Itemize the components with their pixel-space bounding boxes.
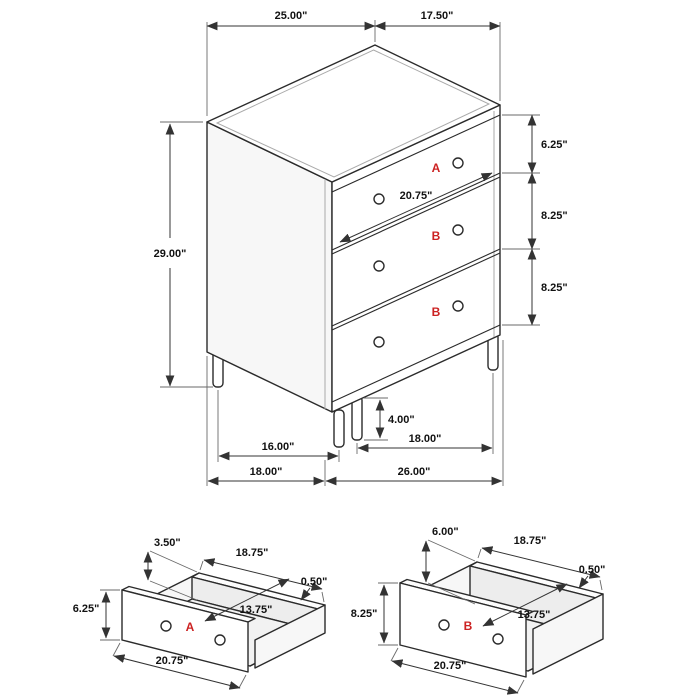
drawer-b2-knob-right	[452, 300, 464, 312]
chest-view: A B B 25.00" 17.50" 29.00"	[154, 10, 568, 486]
dim-leg-spacing-depth: 16.00"	[217, 390, 340, 462]
dim-a-side-height: 3.50"	[143, 537, 198, 601]
drawer-b-view: B 6.00" 18.75" 0.50" 13.75" 8.25"	[351, 526, 606, 695]
dim-drawer-front-width: 20.75"	[339, 172, 493, 243]
dim-b-wall-thickness-label: 0.50"	[579, 564, 606, 576]
dim-overall-width-label: 26.00"	[398, 466, 431, 478]
dim-drawer-a-height-label: 6.25"	[541, 139, 568, 151]
dim-a-front-width-label: 20.75"	[156, 655, 189, 667]
dim-a-front-height: 6.25"	[73, 589, 120, 641]
dim-a-front-width: 20.75"	[112, 642, 247, 690]
dim-height-label: 29.00"	[154, 248, 187, 260]
dim-leg-spacing-width-label: 18.00"	[409, 433, 442, 445]
dim-a-inner-width: 18.75"	[199, 547, 325, 603]
dim-b-side-height: 6.00"	[421, 526, 476, 605]
drawer-b-detail-label: B	[464, 619, 473, 633]
dim-b-inner-depth: 13.75"	[482, 583, 568, 627]
dim-b-front-height-label: 8.25"	[351, 608, 378, 620]
drawer-a-right-wall-outer	[254, 604, 326, 669]
drawer-b1-label: B	[432, 229, 441, 243]
dim-top-depth-label: 17.50"	[421, 10, 454, 22]
dim-leg-spacing-depth-label: 16.00"	[262, 441, 295, 453]
drawer-a-detail-knob-left	[160, 620, 172, 632]
chest-top-face	[206, 44, 501, 183]
dim-b-front-width: 20.75"	[390, 647, 525, 695]
drawer-a-detail-label: A	[186, 620, 195, 634]
drawer-a-knob-right	[452, 157, 464, 169]
dim-b-wall-thickness: 0.50"	[578, 564, 606, 589]
dim-b-front-height: 8.25"	[351, 582, 398, 646]
dim-overall-depth-label: 18.00"	[250, 466, 283, 478]
dim-top-depth: 17.50"	[374, 10, 501, 31]
dim-a-front-height-label: 6.25"	[73, 603, 100, 615]
dim-a-inner-depth: 13.75"	[204, 578, 290, 622]
dim-overall-width: 26.00"	[325, 340, 504, 486]
chest-top-edge-line	[215, 49, 491, 178]
dim-a-inner-depth-label: 13.75"	[240, 604, 273, 616]
dim-height: 29.00"	[154, 121, 213, 388]
dim-leg-height-label: 4.00"	[388, 414, 415, 426]
drawer-a-detail-knob-right	[214, 634, 226, 646]
drawer-b1-knob-right	[452, 224, 464, 236]
drawer-b-right-wall-outer	[532, 593, 604, 675]
dim-leg-spacing-width: 18.00"	[356, 373, 494, 454]
dim-drawer-heights: 6.25" 8.25" 8.25"	[502, 114, 568, 326]
dim-b-front-width-label: 20.75"	[434, 660, 467, 672]
dim-a-wall-thickness-label: 0.50"	[301, 576, 328, 588]
dim-top-width-label: 25.00"	[275, 10, 308, 22]
drawer-b2-knob-left	[373, 336, 385, 348]
dim-a-wall-thickness: 0.50"	[300, 576, 328, 601]
dim-a-inner-width-label: 18.75"	[236, 547, 269, 559]
dim-b-inner-width-label: 18.75"	[514, 535, 547, 547]
drawer-b2-label: B	[432, 305, 441, 319]
dim-overall-depth: 18.00"	[206, 356, 326, 486]
dim-top-width: 25.00"	[206, 10, 501, 116]
dim-b-inner-width: 18.75"	[477, 535, 603, 591]
dim-drawer-front-width-label: 20.75"	[400, 190, 433, 202]
drawer-b1-knob-left	[373, 260, 385, 272]
dim-b-inner-depth-label: 13.75"	[518, 609, 551, 621]
dim-a-side-height-label: 3.50"	[154, 537, 181, 549]
dim-leg-height: 4.00"	[364, 397, 415, 441]
drawer-b-detail-knob-right	[492, 633, 504, 645]
drawer-b-detail-knob-left	[438, 619, 450, 631]
dim-b-side-height-label: 6.00"	[432, 526, 459, 538]
drawer-a-view: A 3.50" 18.75" 0.50" 13.75" 6.25"	[73, 537, 328, 690]
drawer-a-label: A	[432, 161, 441, 175]
dim-drawer-b1-height-label: 8.25"	[541, 210, 568, 222]
drawer-a-knob-left	[373, 193, 385, 205]
dim-drawer-b2-height-label: 8.25"	[541, 282, 568, 294]
chest-leg-front-left	[333, 409, 345, 448]
chest-legs	[212, 332, 499, 448]
